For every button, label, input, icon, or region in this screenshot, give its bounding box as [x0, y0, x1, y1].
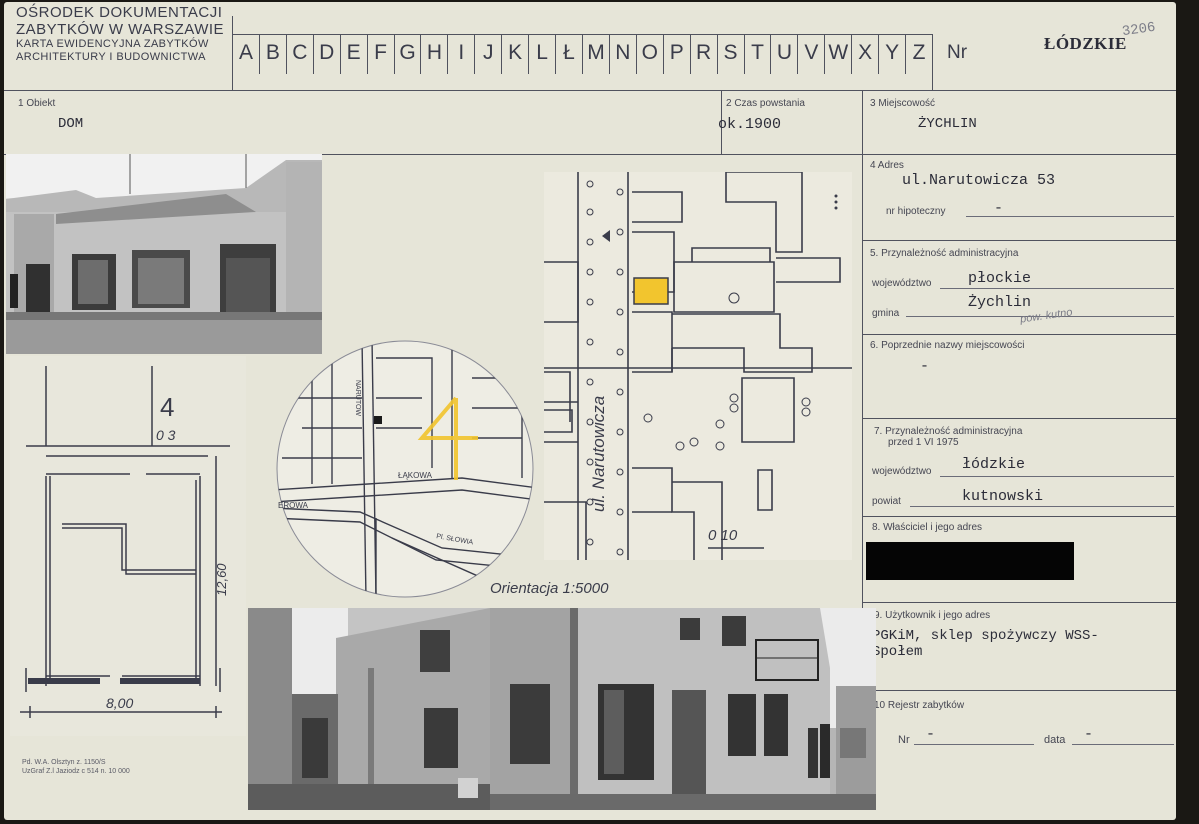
alphabet-letter: X	[851, 34, 878, 74]
site-map-street: ul. Narutowicza	[589, 396, 608, 512]
alphabet-letter: R	[689, 34, 717, 74]
alphabet-letter: Z	[905, 34, 932, 74]
powiat-label: powiat	[872, 496, 901, 507]
site-map-drawing: ul. Narutowicza 0 10	[544, 171, 852, 560]
alphabet-letter: T	[743, 34, 771, 74]
map-street-lakowa: ŁĄKOWA	[398, 471, 433, 480]
alphabet-letter: N	[608, 34, 636, 74]
alphabet-letter: S	[716, 34, 744, 74]
pencil-number: 3206	[1121, 19, 1157, 41]
wlasciciel-label: 8. Właściciel i jego adres	[872, 522, 983, 533]
floor-plan-drawing: 4 0 3 8,00 12,60	[10, 356, 246, 736]
rejestr-label: 10 Rejestr zabytków	[874, 700, 965, 711]
alphabet-letter: G	[393, 34, 421, 74]
adres-label: 4 Adres	[870, 160, 904, 171]
street-photo	[6, 154, 322, 354]
courtyard-photo-left-image	[248, 608, 490, 810]
institution-line-2: ZABYTKÓW W WARSZAWIE	[16, 21, 225, 38]
alphabet-letter: F	[366, 34, 394, 74]
institution-line-1: OŚRODEK DOKUMENTACJI	[16, 4, 223, 21]
gmina-label: gmina	[872, 308, 900, 319]
alphabet-letter: I	[447, 34, 474, 74]
print-info: Pd. W.A. Olsztyn z. 1150/S UzGraf Z.l Ja…	[22, 758, 130, 776]
plan-height: 12,60	[214, 563, 229, 596]
street-photo-image	[6, 154, 322, 354]
site-map: ul. Narutowicza 0 10	[544, 171, 852, 560]
orientation-label: Orientacja 1:5000	[490, 580, 609, 597]
miejscowosc-value: ŻYCHLIN	[918, 116, 977, 132]
plan-scale: 0 3	[156, 427, 176, 443]
przynaleznosc-label: 5. Przynależność administracyjna	[870, 248, 1019, 259]
miejscowosc-label: 3 Miejscowość	[870, 98, 936, 109]
hipoteczny-value: -	[994, 200, 1004, 217]
alphabet-letter: U	[770, 34, 797, 74]
alphabet-letter: A	[232, 34, 259, 74]
alphabet-letter: J	[474, 34, 501, 74]
alphabet-letter: V	[797, 34, 824, 74]
rejestr-nr-value: -	[926, 726, 936, 743]
institution-header: OŚRODEK DOKUMENTACJI ZABYTKÓW W WARSZAWI…	[16, 4, 231, 64]
alphabet-letter: L	[528, 34, 555, 74]
uzytkownik-label: 9. Użytkownik i jego adres	[874, 610, 991, 621]
alphabet-letter: K	[501, 34, 528, 74]
alphabet-letter: P	[662, 34, 690, 74]
alphabet-letter: M	[581, 34, 609, 74]
gmina-value: Żychlin	[968, 294, 1032, 311]
uzytkownik-value-2: Społem	[872, 644, 923, 660]
courtyard-photo-left	[248, 608, 490, 810]
institution-line-3: KARTA EWIDENCYJNA ZABYTKÓW	[16, 38, 209, 50]
wojewodztwo-value: płockie	[968, 270, 1032, 287]
wojewodztwo-label: województwo	[872, 278, 932, 289]
alphabet-letter: D	[312, 34, 340, 74]
wojewodztwo75-label: województwo	[872, 466, 932, 477]
orientation-map: ŁĄKOWA EROWA Pl. SŁOWIA NARUTOW	[272, 338, 538, 600]
alphabet-letter: W	[824, 34, 851, 74]
institution-line-4: ARCHITEKTURY I BUDOWNICTWA	[16, 51, 206, 63]
print-info-line-1: Pd. W.A. Olsztyn z. 1150/S	[22, 759, 106, 766]
orientation-map-drawing: ŁĄKOWA EROWA Pl. SŁOWIA NARUTOW	[276, 340, 534, 598]
obiekt-value: DOM	[58, 116, 84, 132]
przynaleznosc75-label: 7. Przynależność administracyjna	[874, 426, 1023, 437]
powiat-value: kutnowski	[962, 488, 1044, 505]
rejestr-data-label: data	[1044, 734, 1066, 746]
voivodeship-header: ŁÓDZKIE	[1044, 34, 1127, 53]
poprzednie-label: 6. Poprzednie nazwy miejscowości	[870, 340, 1025, 351]
czas-value: ok.1900	[718, 116, 782, 133]
floor-plan: 4 0 3 8,00 12,60	[10, 356, 246, 736]
alphabet-letter: E	[339, 34, 367, 74]
print-info-line-2: UzGraf Z.l Jaziodz c 514 n. 10 000	[22, 768, 130, 775]
courtyard-photo-right-image	[490, 608, 876, 810]
map-street-partial: EROWA	[278, 501, 309, 510]
alphabet-letter: C	[285, 34, 313, 74]
redacted-owner	[866, 542, 1074, 580]
courtyard-photo-right	[490, 608, 876, 810]
map-street-naruto: NARUTOW	[354, 380, 361, 416]
adres-value: ul.Narutowicza 53	[902, 172, 1056, 189]
plan-number: 4	[160, 392, 174, 422]
czas-label: 2 Czas powstania	[726, 98, 805, 109]
obiekt-label: 1 Obiekt	[18, 98, 56, 109]
alphabet-letter: Ł	[555, 34, 582, 74]
alphabet-letter: H	[420, 34, 447, 74]
site-map-scale: 0 10	[708, 527, 738, 544]
uzytkownik-value-1: PGKiM, sklep spożywczy WSS-	[872, 628, 1099, 644]
rejestr-data-value: -	[1084, 726, 1094, 743]
alphabet-letter: Y	[878, 34, 905, 74]
przynaleznosc75-sublabel: przed 1 VI 1975	[888, 437, 959, 448]
record-card: OŚRODEK DOKUMENTACJI ZABYTKÓW W WARSZAWI…	[4, 2, 1176, 820]
rejestr-nr-label: Nr	[898, 734, 910, 746]
nr-label: Nr	[947, 42, 968, 63]
hipoteczny-label: nr hipoteczny	[886, 206, 946, 217]
alphabet-letter: B	[258, 34, 286, 74]
alphabet-letter: O	[635, 34, 663, 74]
poprzednie-value: -	[920, 358, 930, 375]
wojewodztwo75-value: łódzkie	[962, 456, 1026, 473]
plan-width: 8,00	[106, 695, 133, 711]
